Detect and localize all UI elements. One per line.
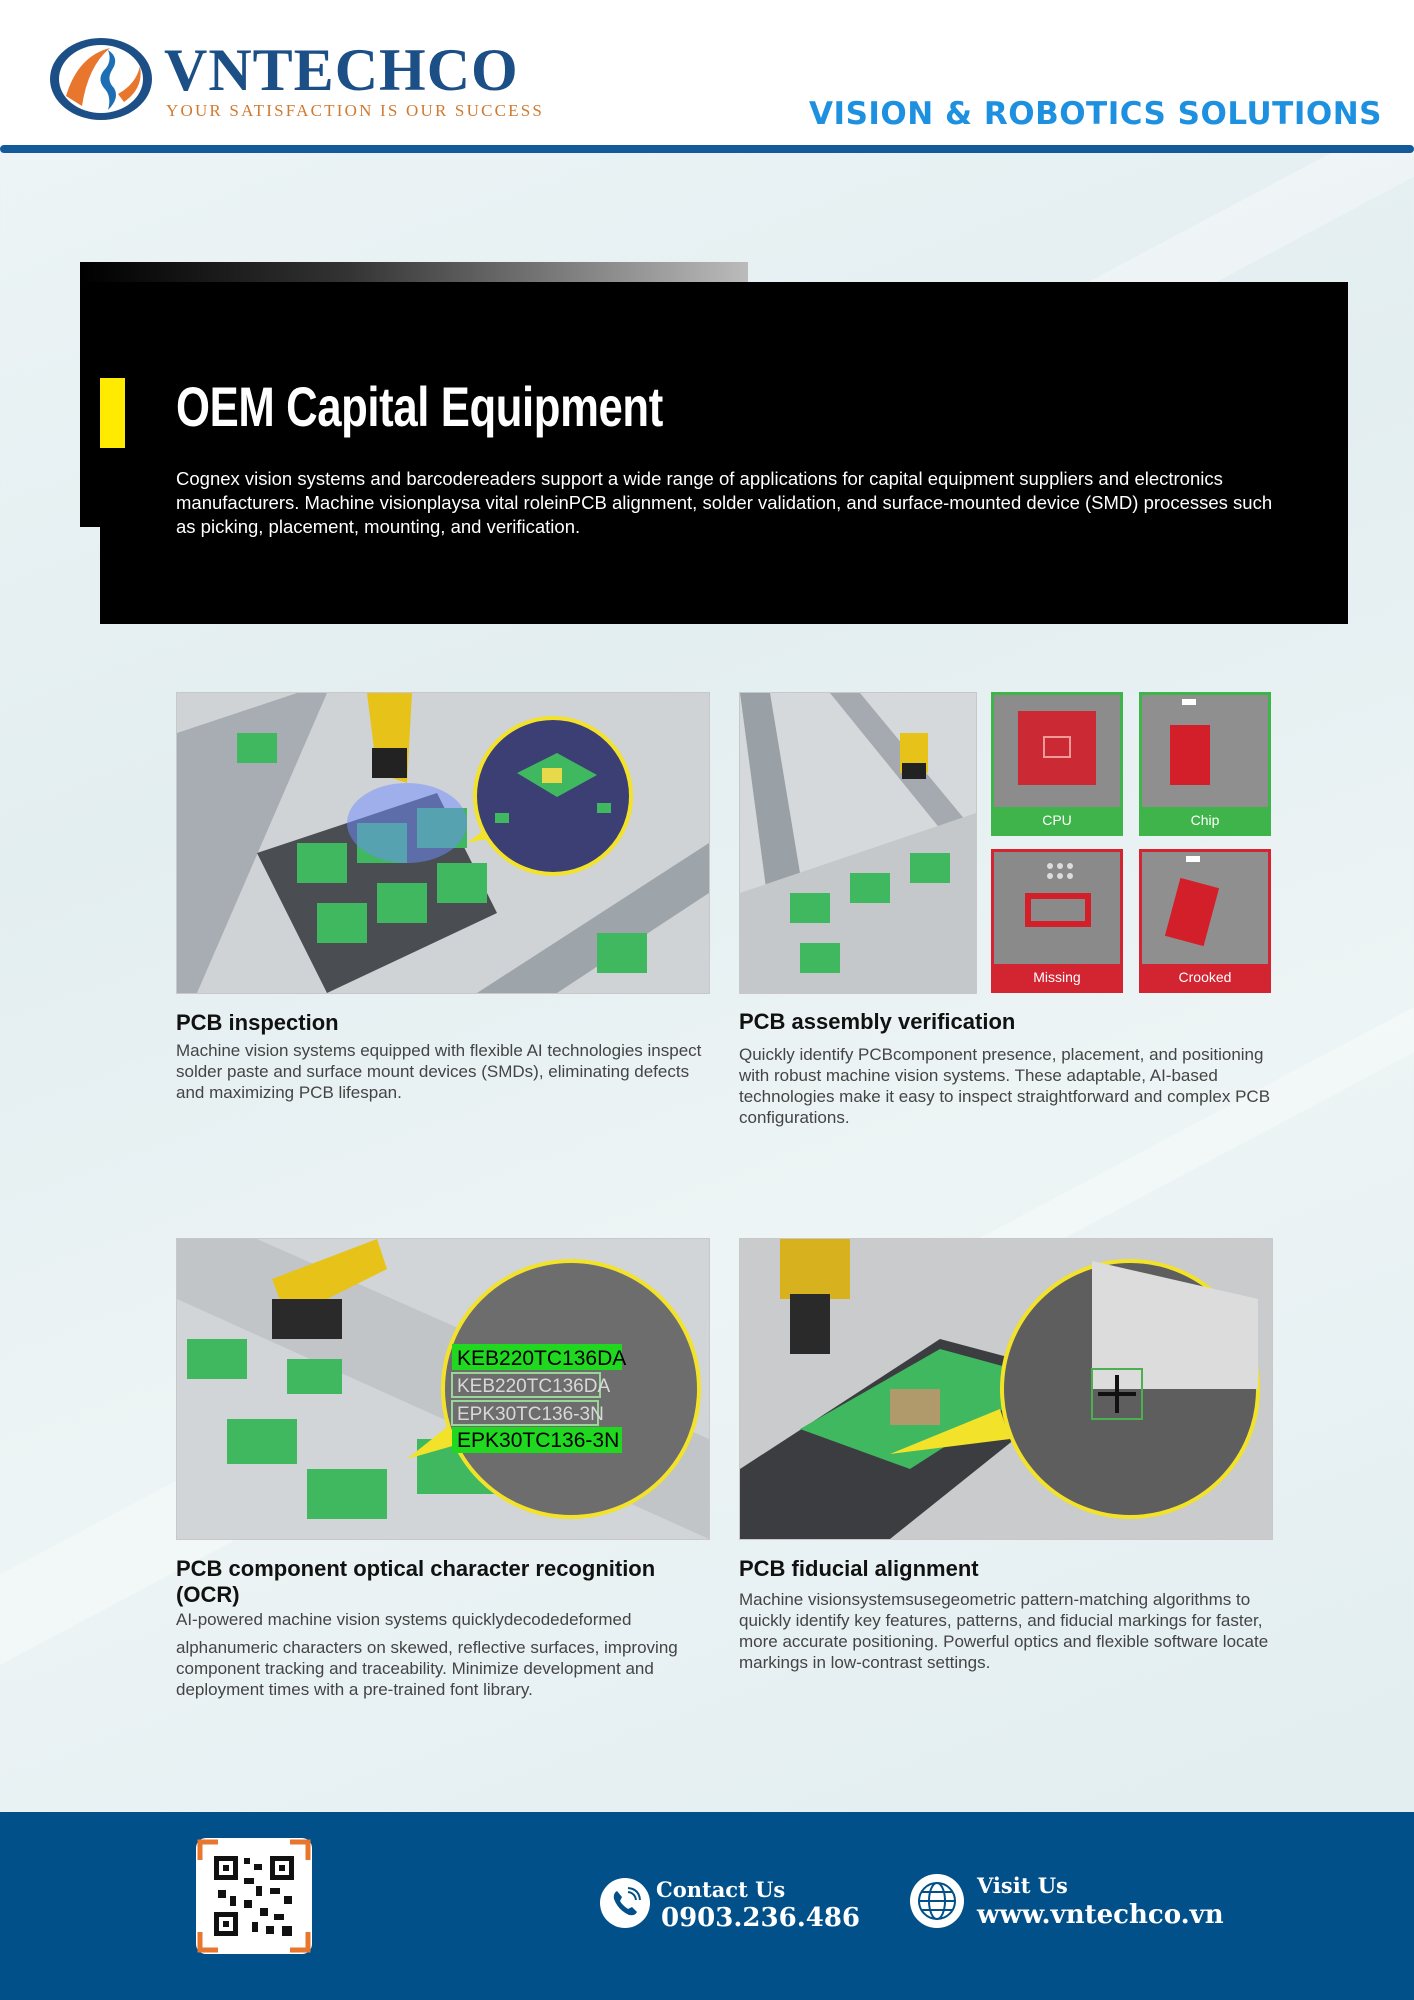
- website-link[interactable]: www.vntechco.vn: [977, 1900, 1224, 1930]
- tile-cpu: CPU: [991, 692, 1123, 836]
- pcb-fiducial-text: Machine visionsystemsusegeometric patter…: [739, 1590, 1269, 1672]
- tile-label-missing: Missing: [994, 964, 1120, 990]
- hero-accent-bar: [100, 378, 125, 448]
- ocr-text-2: KEB220TC136DA: [457, 1376, 610, 1397]
- tile-label-chip: Chip: [1142, 807, 1268, 833]
- pcb-inspection-title: PCB inspection: [176, 1010, 339, 1035]
- qr-code[interactable]: [196, 1838, 312, 1954]
- hero-description: Cognex vision systems and barcodereaders…: [176, 468, 1273, 537]
- hero-gradient-bar: [80, 262, 748, 282]
- contact-label: Contact Us: [656, 1877, 786, 1902]
- hero-panel: [100, 282, 1348, 624]
- pcb-fiducial-title: PCB fiducial alignment: [739, 1556, 979, 1581]
- pcb-inspection-text: Machine vision systems equipped with fle…: [176, 1041, 702, 1102]
- pcb-fiducial-image: [739, 1238, 1273, 1540]
- tile-label-crooked: Crooked: [1142, 964, 1268, 990]
- visit-label: Visit Us: [977, 1873, 1068, 1898]
- ocr-text-4: EPK30TC136-3N: [457, 1429, 619, 1452]
- brand-tagline: YOUR SATISFACTION IS OUR SUCCESS: [166, 101, 545, 120]
- pcb-assembly-title: PCB assembly verification: [739, 1009, 1016, 1034]
- tile-crooked: Crooked: [1139, 849, 1271, 993]
- phone-icon: [600, 1878, 650, 1928]
- tile-label-cpu: CPU: [994, 807, 1120, 833]
- ocr-text-1: KEB220TC136DA: [457, 1347, 626, 1370]
- pcb-ocr-image: KEB220TC136DA KEB220TC136DA EPK30TC136-3…: [176, 1238, 710, 1540]
- header-divider: [0, 145, 1414, 153]
- brand-name: VNTECHCO: [164, 37, 519, 103]
- page-header: VNTECHCO YOUR SATISFACTION IS OUR SUCCES…: [0, 0, 1414, 148]
- pcb-ocr-text: alphanumeric characters on skewed, refle…: [176, 1638, 678, 1699]
- globe-icon: [910, 1874, 964, 1928]
- pcb-ocr-title: PCB component optical character recognit…: [176, 1556, 656, 1607]
- pcb-inspection-image: [176, 692, 710, 994]
- pcb-assembly-text: Quickly identify PCBcomponent presence, …: [739, 1045, 1271, 1127]
- ocr-text-3: EPK30TC136-3N: [457, 1404, 604, 1425]
- header-slogan: VISION & ROBOTICS SOLUTIONS: [809, 96, 1382, 132]
- hero-title: OEM Capital Equipment: [176, 375, 663, 438]
- logo-icon: [50, 38, 152, 120]
- pcb-ocr-text-line1: AI-powered machine vision systems quickl…: [176, 1610, 632, 1629]
- phone-number[interactable]: 0903.236.486: [661, 1903, 861, 1933]
- hero-shadow-bar: [80, 262, 100, 527]
- pcb-assembly-image: [739, 692, 977, 994]
- tile-missing: Missing: [991, 849, 1123, 993]
- tile-chip: Chip: [1139, 692, 1271, 836]
